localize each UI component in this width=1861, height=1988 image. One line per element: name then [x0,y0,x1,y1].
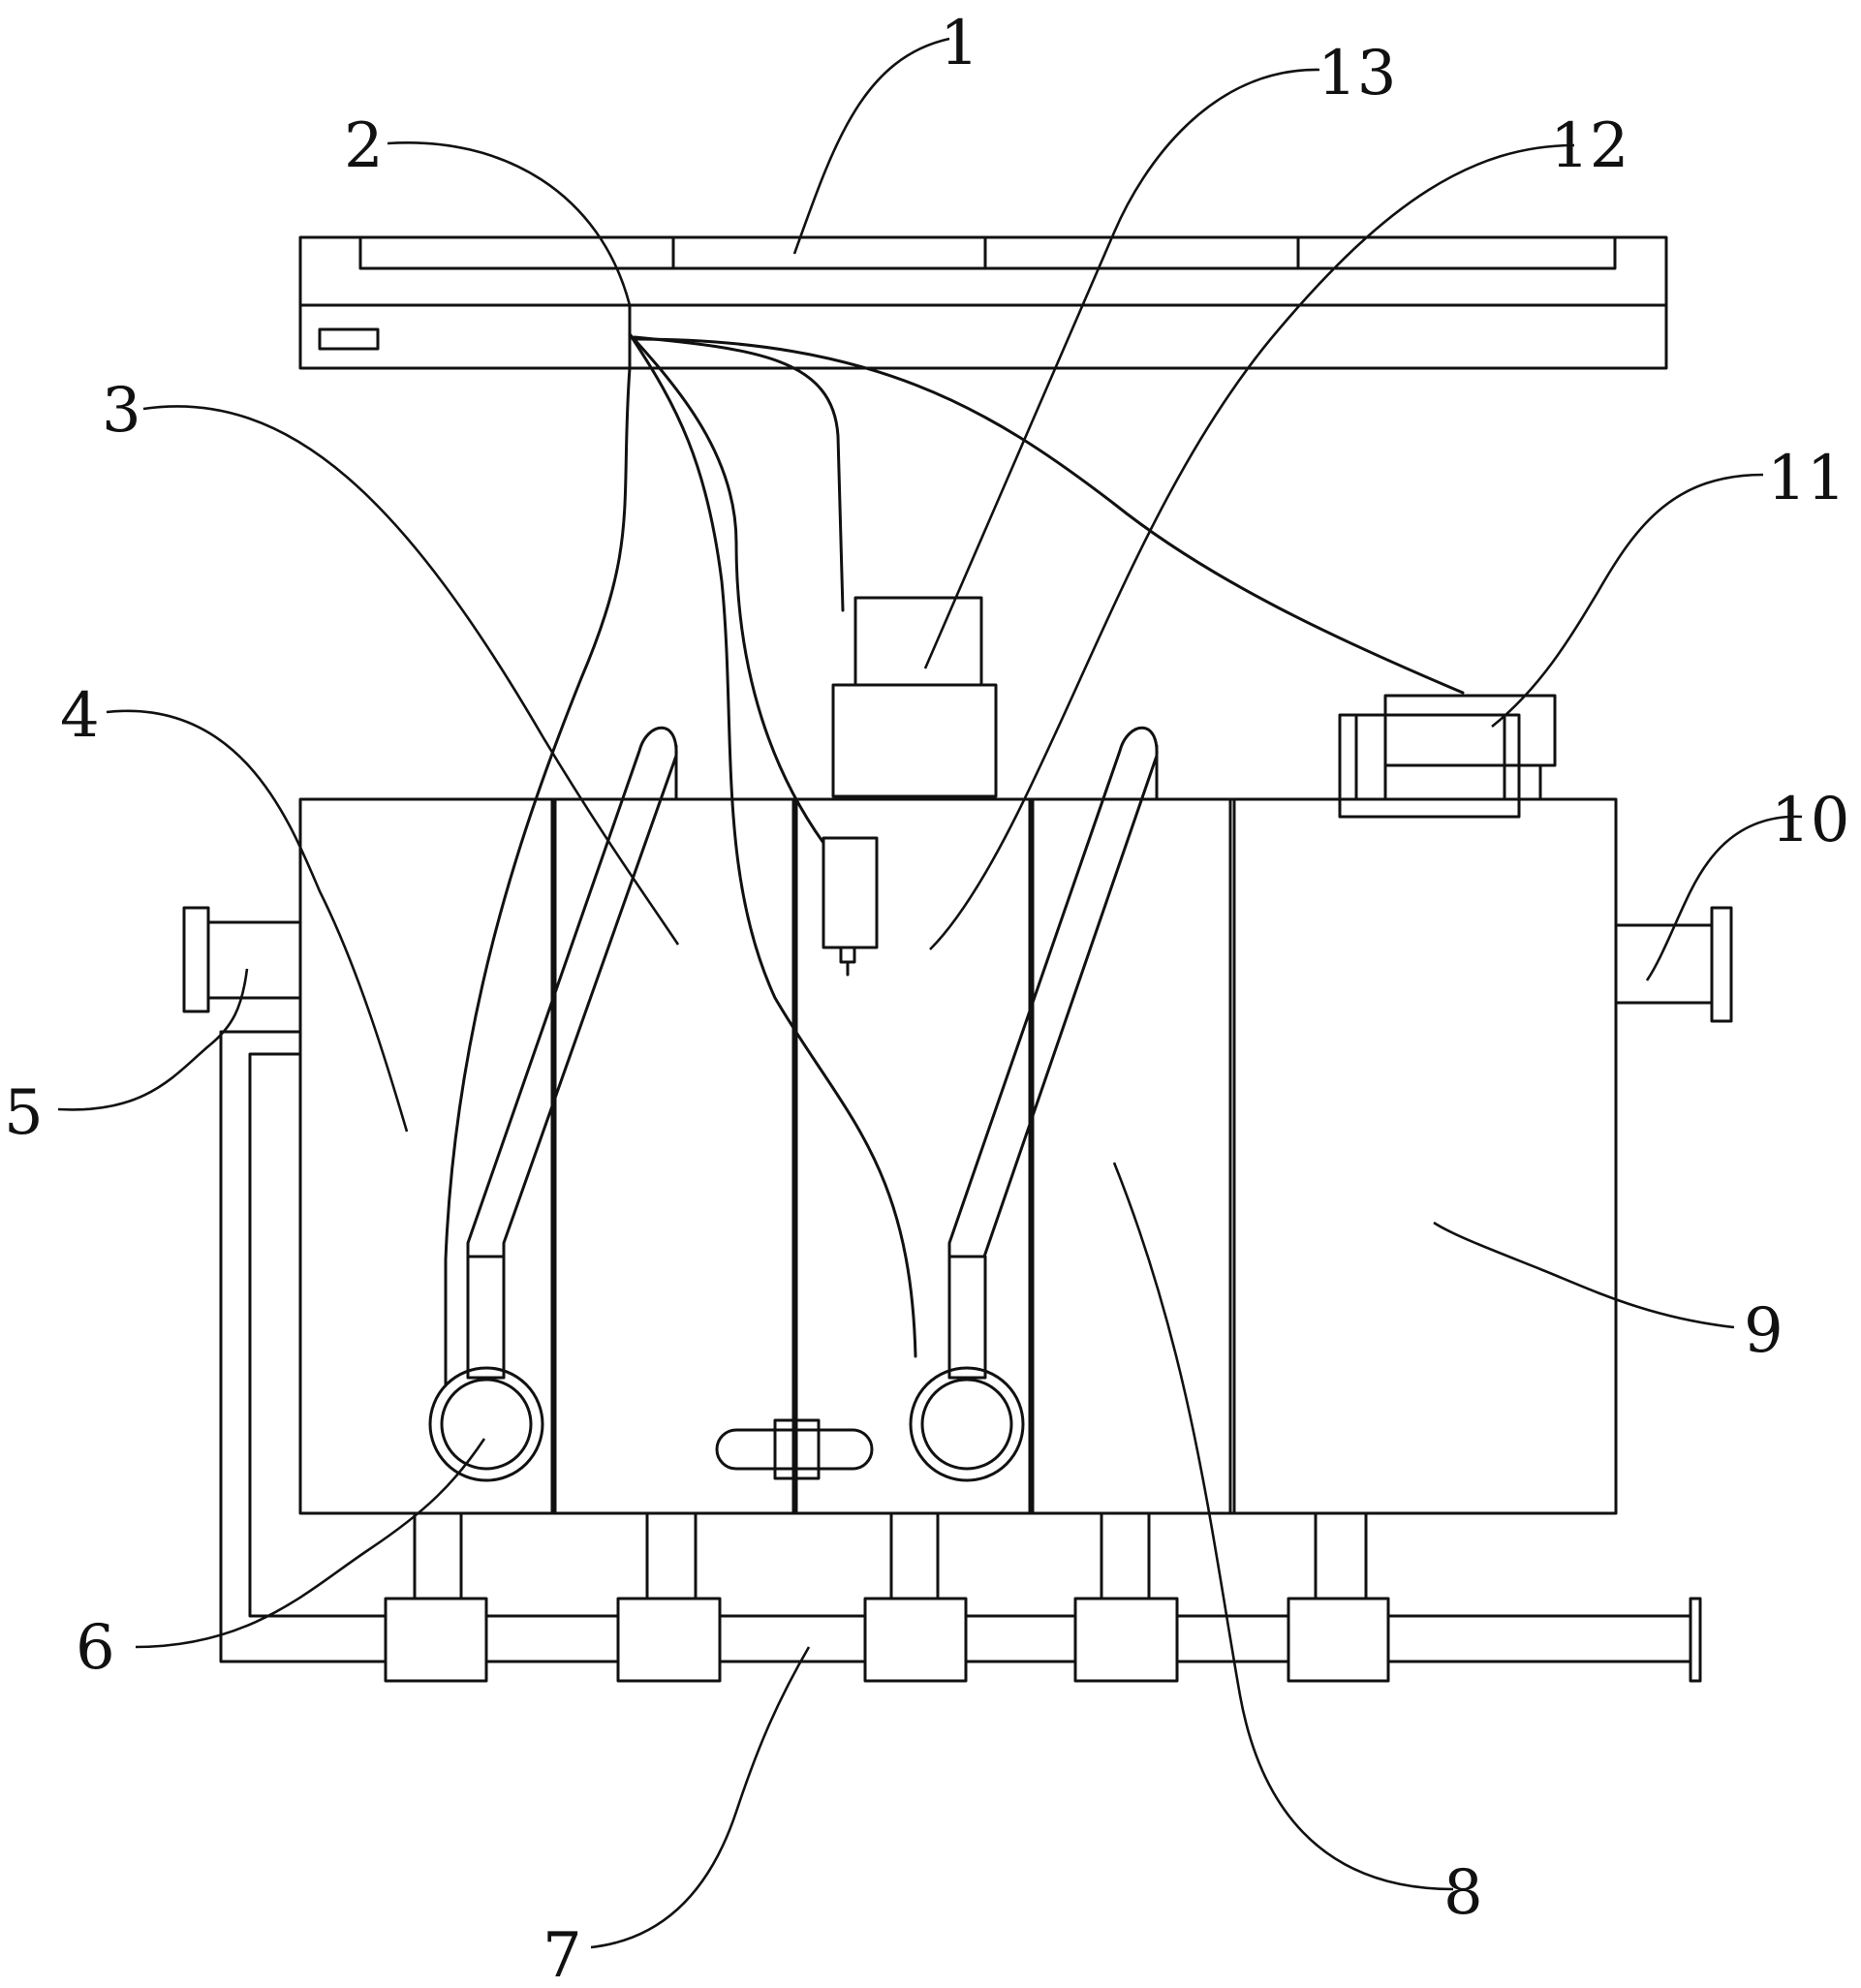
label-4: 4 [60,680,100,752]
main-tank [298,797,1618,1515]
leader-7 [590,1646,811,1949]
control-cables [444,332,1465,1387]
outlet-pipe [1614,906,1733,1023]
label-11: 11 [1767,443,1845,514]
leader-3 [142,405,680,946]
valve-5 [1287,1597,1390,1683]
sensor-probe [822,836,879,977]
bypass-line [219,1030,388,1663]
valve-4 [1073,1597,1179,1683]
inlet-pipe [182,906,302,1013]
leader-1 [792,37,950,255]
left-aeration-pipe [428,726,678,1482]
panel-display-slot [318,327,380,351]
leader-13 [923,68,1320,669]
top-control-panel [298,235,1668,370]
right-aeration-pipe [909,726,1159,1482]
label-6: 6 [76,1612,115,1684]
motor-unit [831,596,998,798]
label-13: 13 [1318,38,1396,109]
valve-3 [863,1597,968,1683]
label-12: 12 [1550,110,1628,182]
leader-8 [1112,1162,1454,1891]
label-9: 9 [1744,1295,1783,1367]
reference-numerals: 1 2 3 4 5 6 7 8 9 10 11 12 13 [4,8,1849,1988]
valve-2 [616,1597,722,1683]
mounted-device [1338,694,1557,819]
label-10: 10 [1771,785,1849,856]
label-1: 1 [940,8,979,79]
label-2: 2 [344,110,384,182]
leader-12 [929,143,1575,950]
leader-lines [57,37,1803,1949]
leader-4 [106,709,409,1133]
label-7: 7 [543,1920,582,1988]
label-3: 3 [102,375,141,447]
drain-manifold [384,1511,1702,1683]
valve-1 [384,1597,488,1683]
leader-5 [57,968,249,1111]
leader-2 [387,141,632,306]
label-8: 8 [1443,1857,1483,1929]
leader-10 [1645,815,1803,981]
leader-9 [1433,1221,1735,1329]
label-5: 5 [4,1077,44,1149]
bottom-agitator [715,1383,874,1480]
leader-11 [1491,473,1764,729]
leader-6 [135,1438,486,1649]
